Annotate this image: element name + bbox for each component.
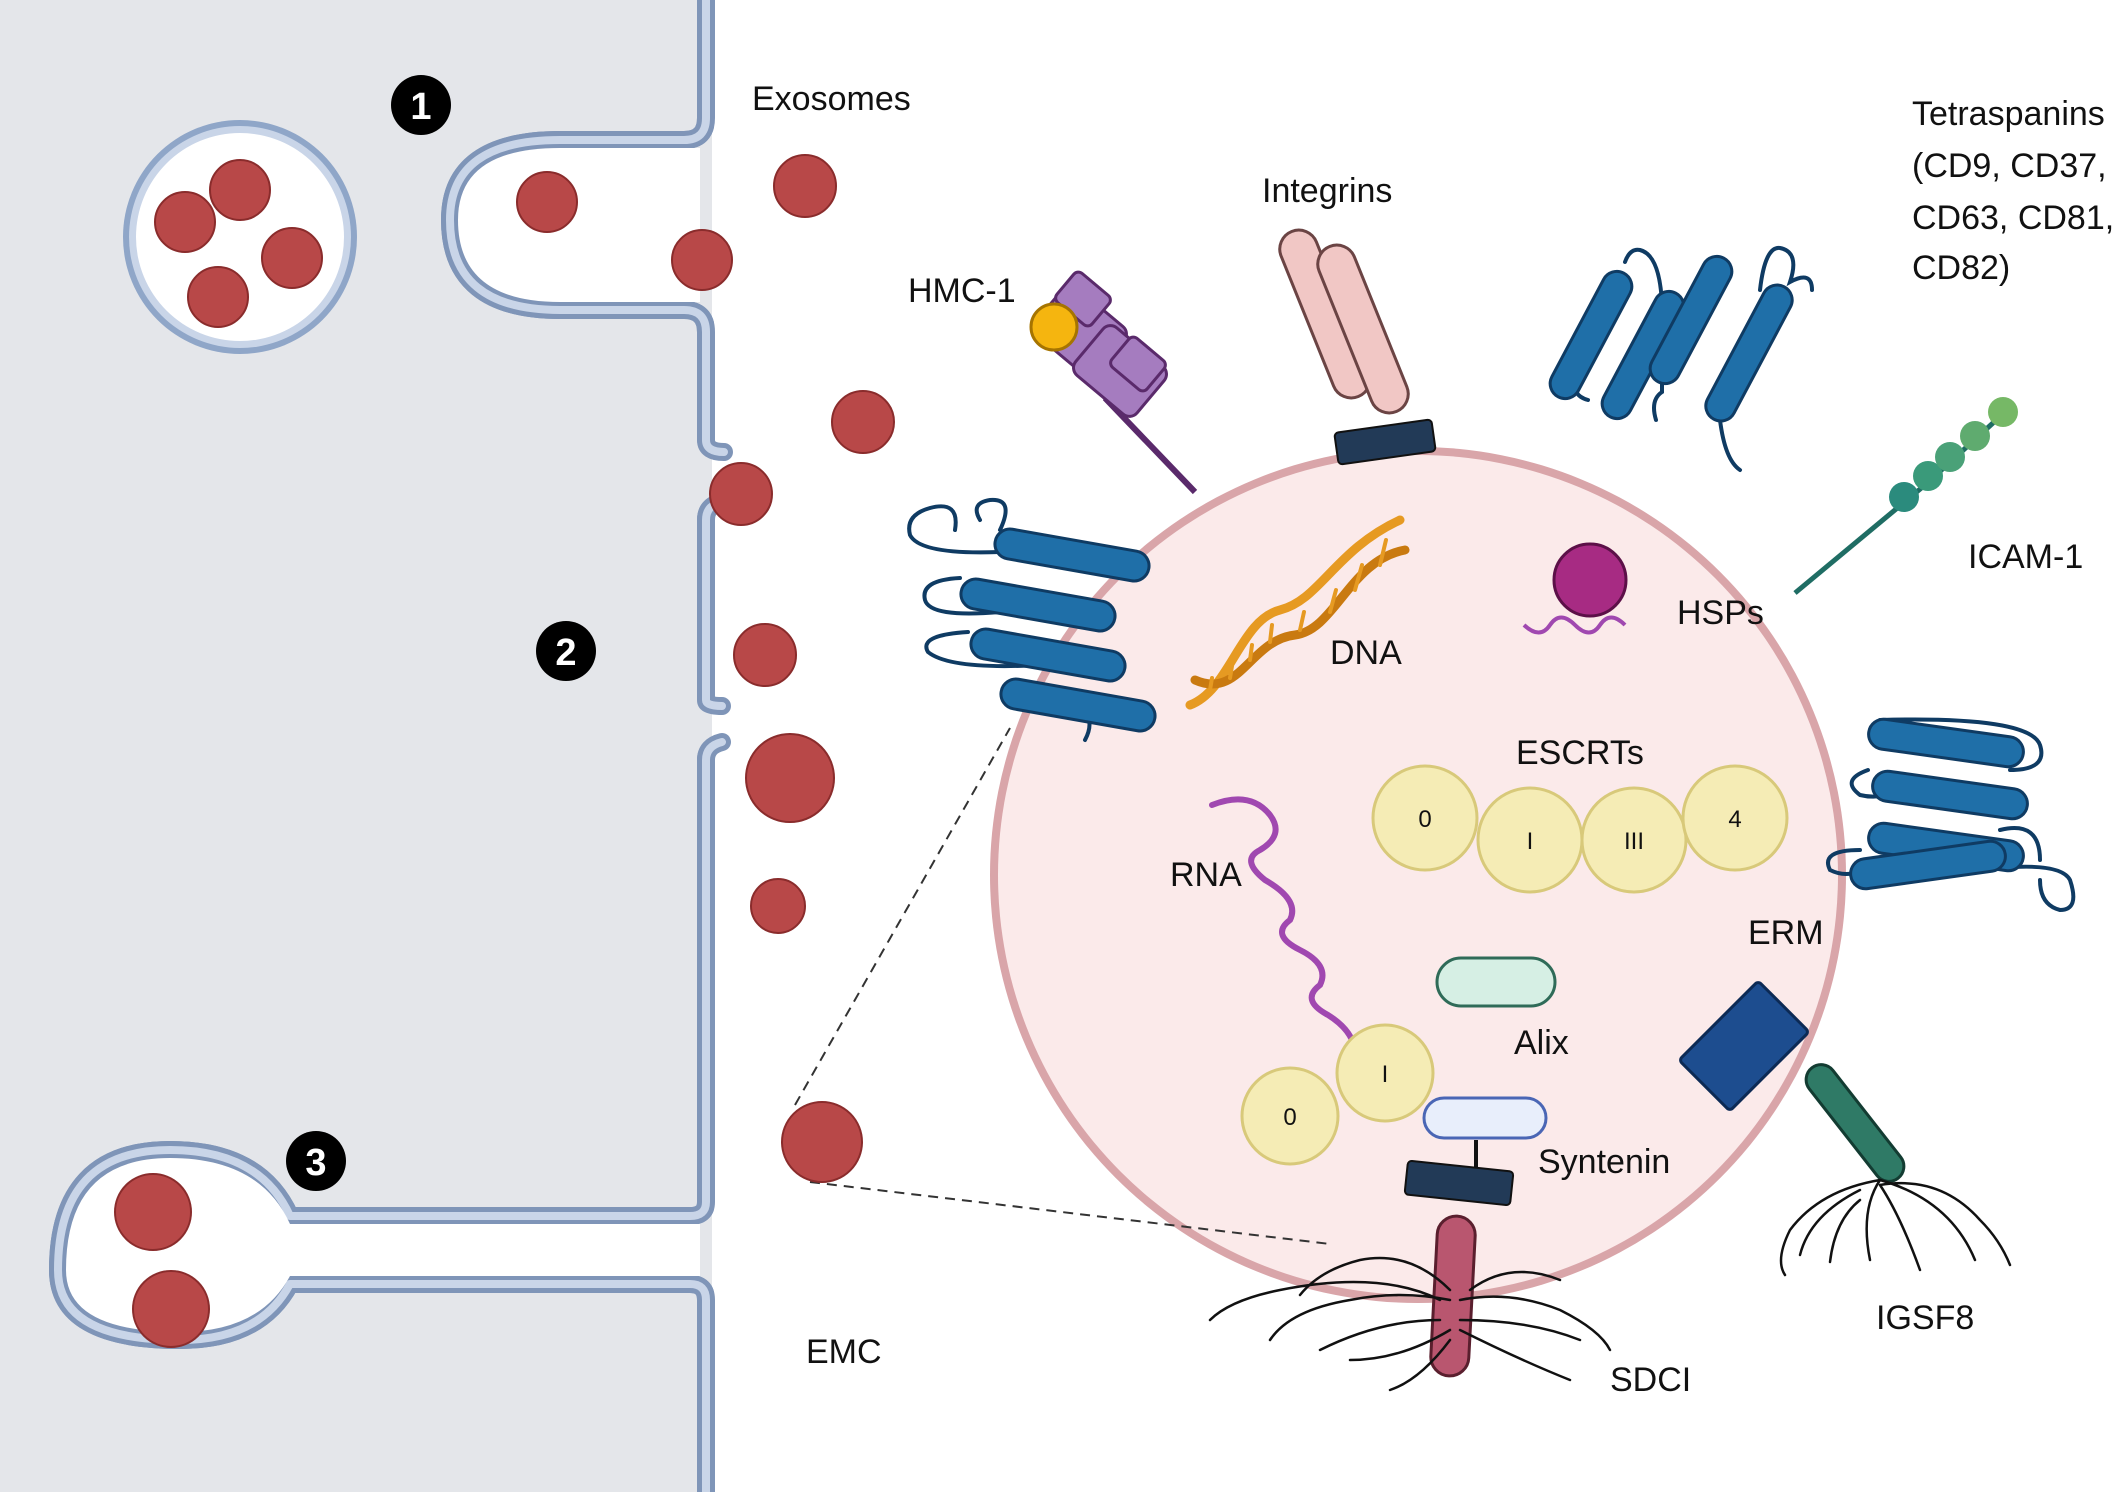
step-marker-2: 2 xyxy=(536,621,596,681)
label-escrts: ESCRTs xyxy=(1516,734,1644,772)
integrins-protein xyxy=(1278,228,1437,466)
step-number-3: 3 xyxy=(305,1142,326,1184)
label-tetraspanins-4: CD82) xyxy=(1912,249,2010,287)
tetraspanin-top xyxy=(1548,245,1814,472)
escrt-subunit-label-3: III xyxy=(1624,828,1644,855)
syntenin-complex: 0I xyxy=(1208,1023,1612,1392)
exosome-dot-1 xyxy=(209,159,271,221)
exosome-dot-6 xyxy=(671,229,733,291)
syntenin-subunit-label-1: 0 xyxy=(1283,1104,1296,1131)
dna-molecule xyxy=(1185,515,1410,710)
label-erm: ERM xyxy=(1748,914,1824,952)
syntenin-subunit-2 xyxy=(1335,1023,1435,1123)
label-dna: DNA xyxy=(1330,634,1402,672)
syntenin-subunit-1 xyxy=(1240,1066,1340,1166)
label-emc: EMC xyxy=(806,1333,882,1371)
label-sdci: SDCI xyxy=(1610,1361,1691,1399)
escrt-subunit-label-2: I xyxy=(1527,828,1534,855)
label-tetraspanins-3: CD63, CD81, xyxy=(1912,199,2114,237)
exosome-dot-10 xyxy=(733,623,797,687)
label-integrins: Integrins xyxy=(1262,172,1392,210)
step-number-2: 2 xyxy=(555,632,576,674)
exosome-dot-12 xyxy=(750,878,806,934)
exosome-vesicle xyxy=(990,447,1846,1303)
multivesicular-body xyxy=(123,120,357,354)
erm-igsf8-complex xyxy=(1679,981,2012,1277)
escrt-subunit-3 xyxy=(1580,786,1688,894)
escrt-subunit-label-1: 0 xyxy=(1418,806,1431,833)
exosome-dot-3 xyxy=(261,227,323,289)
exosome-dot-4 xyxy=(187,266,249,328)
label-hsps: HSPs xyxy=(1677,594,1764,632)
escrt-subunit-label-4: 4 xyxy=(1728,806,1741,833)
icam1-protein xyxy=(1793,397,2018,595)
exosome-dot-7 xyxy=(773,154,837,218)
exosome-particles xyxy=(114,154,895,1348)
label-tetraspanins-1: Tetraspanins xyxy=(1912,95,2105,133)
label-exosomes: Exosomes xyxy=(752,80,911,118)
label-alix: Alix xyxy=(1514,1024,1569,1062)
labels: Exosomes EMC Integrins HMC-1 Tetraspanin… xyxy=(752,80,2114,1399)
label-hmc1: HMC-1 xyxy=(908,272,1016,310)
rna-molecule xyxy=(1209,796,1358,1053)
syntenin-subunit-label-2: I xyxy=(1382,1061,1389,1088)
label-igsf8: IGSF8 xyxy=(1876,1299,1974,1337)
exosome-dot-11 xyxy=(745,733,835,823)
exosome-dot-13 xyxy=(781,1101,863,1183)
escrt-subunit-1 xyxy=(1371,764,1479,872)
step-number-1: 1 xyxy=(410,86,431,128)
hmc1-protein xyxy=(1029,270,1198,495)
exosome-dot-2 xyxy=(154,191,216,253)
escrt-subunit-4 xyxy=(1681,764,1789,872)
tubular-pocket xyxy=(66,1158,700,1332)
label-icam1: ICAM-1 xyxy=(1968,538,2083,576)
alix-protein xyxy=(1435,956,1557,1008)
exosome-dot-8 xyxy=(831,390,895,454)
step-marker-1: 1 xyxy=(391,75,451,135)
label-tetraspanins-2: (CD9, CD37, xyxy=(1912,147,2107,185)
label-rna: RNA xyxy=(1170,856,1242,894)
label-syntenin: Syntenin xyxy=(1538,1143,1670,1181)
plasma-membrane-edge xyxy=(49,0,733,1497)
exosome-dot-14 xyxy=(114,1173,192,1251)
exosome-dot-5 xyxy=(516,171,578,233)
hsp-protein xyxy=(1522,542,1628,635)
exosome-dot-9 xyxy=(709,462,773,526)
fusion-pocket xyxy=(458,148,700,302)
tetraspanin-left xyxy=(907,497,1157,742)
tetraspanin-right xyxy=(1826,717,2076,913)
exosome-dot-15 xyxy=(132,1270,210,1348)
zoom-lines xyxy=(794,727,1331,1245)
step-marker-3: 3 xyxy=(286,1131,346,1191)
